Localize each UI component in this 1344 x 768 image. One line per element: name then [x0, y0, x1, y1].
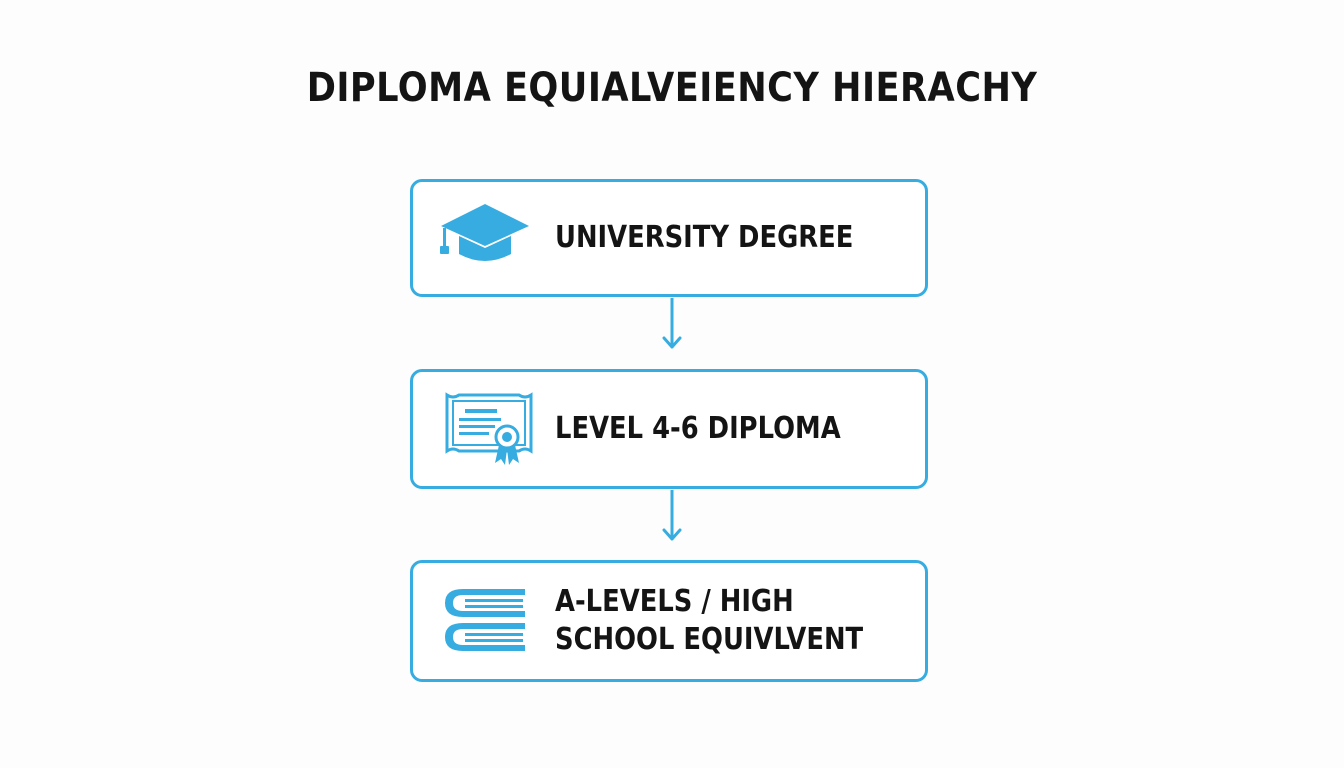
level-box-a-levels: A-LEVELS / HIGH SCHOOL EQUIVLVENT	[410, 560, 928, 682]
down-arrow-icon	[662, 298, 682, 349]
level-label: LEVEL 4-6 DIPLOMA	[555, 411, 841, 446]
down-arrow-icon	[662, 490, 682, 541]
diagram-title: DIPLOMA EQUIALVEIENCY HIERACHY	[306, 65, 1038, 111]
level-box-university-degree: UNIVERSITY DEGREE	[410, 179, 928, 297]
level-box-diploma: LEVEL 4-6 DIPLOMA	[410, 369, 928, 489]
graduation-cap-icon	[440, 204, 529, 261]
level-label: UNIVERSITY DEGREE	[555, 220, 854, 255]
certificate-icon	[445, 392, 533, 465]
books-icon	[445, 589, 525, 651]
level-label: A-LEVELS / HIGH SCHOOL EQUIVLVENT	[555, 584, 864, 657]
